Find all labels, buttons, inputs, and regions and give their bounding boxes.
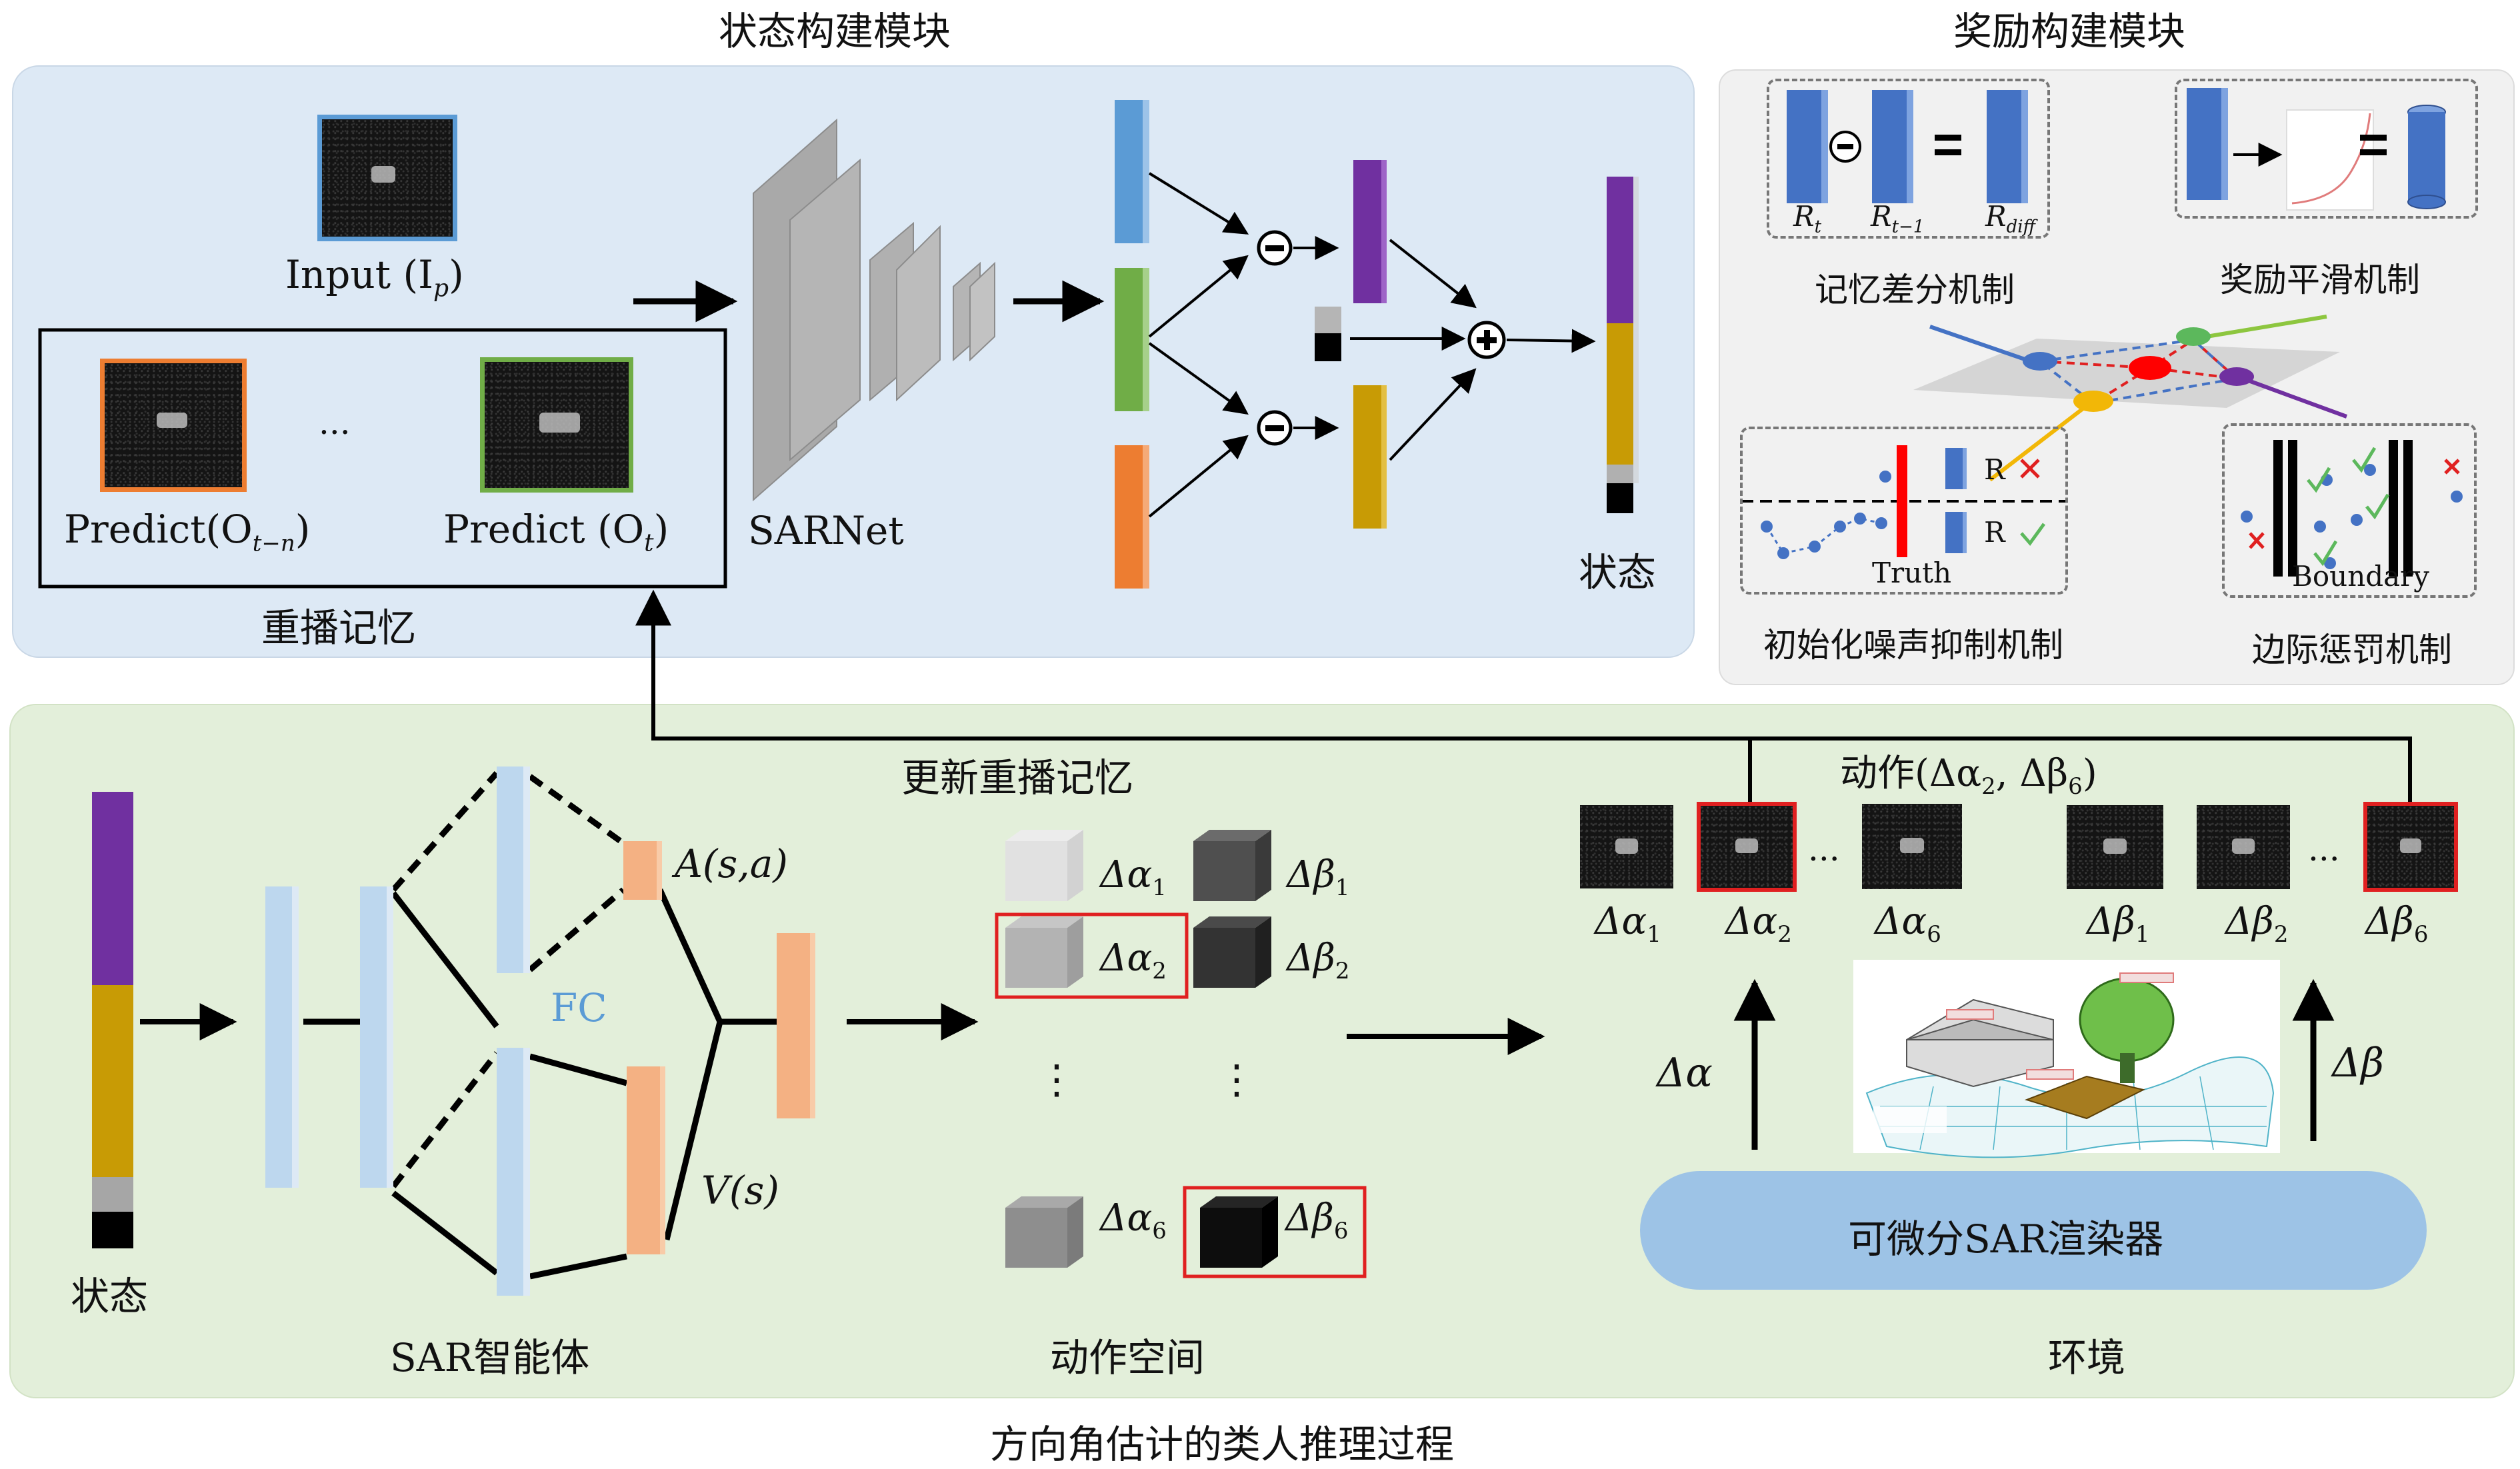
replay-memory-box xyxy=(38,328,727,589)
action-cubes xyxy=(1005,830,1278,1268)
rdiff-label: Rdiff xyxy=(1985,200,2036,237)
reward-smooth-label: 奖励平滑机制 xyxy=(2220,261,2420,299)
delta-alpha-label: Δα xyxy=(1657,1050,1713,1096)
memory-diff-box xyxy=(1767,79,2050,239)
env-label-beta1: Δβ1 xyxy=(2087,900,2150,948)
value-label: V(s) xyxy=(701,1168,779,1213)
predict-older-sar-image xyxy=(100,359,247,492)
env-label-beta2: Δβ2 xyxy=(2225,900,2289,948)
action-title: 动作(Δα2, Δβ6) xyxy=(1840,752,2097,800)
env-label-alpha2: Δα2 xyxy=(1725,900,1792,948)
noise-suppression-graphic xyxy=(1741,445,2067,559)
action-beta6: Δβ6 xyxy=(1285,1196,1349,1245)
noise-suppression-label: 初始化噪声抑制机制 xyxy=(1763,626,2063,665)
renderer-scene xyxy=(1853,960,2280,1158)
action-alpha2: Δα2 xyxy=(1100,936,1167,985)
reward-smooth-box xyxy=(2175,79,2478,219)
action-beta1: Δβ1 xyxy=(1287,853,1350,902)
extra-feature-block xyxy=(1315,307,1341,333)
action-ellipsis-left: ⋮ xyxy=(1037,1056,1077,1103)
feature-bar-green xyxy=(1115,268,1143,411)
reward-graph xyxy=(1913,315,2348,482)
env-label-alpha1: Δα1 xyxy=(1595,900,1661,948)
diff-bar-purple xyxy=(1353,160,1381,303)
input-sar-image xyxy=(317,115,457,241)
selected-beta6-box xyxy=(1183,1186,1367,1278)
env-image-alpha6 xyxy=(1862,804,1962,889)
env-label-beta6: Δβ6 xyxy=(2365,900,2429,948)
state-module-title: 状态构建模块 xyxy=(719,9,951,54)
delta-beta-label: Δβ xyxy=(2332,1040,2385,1086)
action-space-label: 动作空间 xyxy=(1050,1335,1205,1380)
memory-diff-graphic xyxy=(1787,90,2028,203)
minus-operator-1 xyxy=(1257,230,1293,266)
predict-current-sar-image xyxy=(480,357,633,493)
renderer-label: 可微分SAR渲染器 xyxy=(1848,1216,2164,1262)
agent-state-bar xyxy=(92,792,133,1248)
env-image-beta1 xyxy=(2067,805,2163,889)
feature-bar-orange xyxy=(1115,445,1143,589)
action-beta2: Δβ2 xyxy=(1287,936,1350,985)
boundary-label: Boundary xyxy=(2292,560,2429,593)
advantage-label: A(s,a) xyxy=(675,841,788,886)
sarnet-shape xyxy=(753,118,995,502)
update-replay-label: 更新重播记忆 xyxy=(901,755,1134,800)
feature-bar-blue xyxy=(1115,100,1143,243)
update-replay-line xyxy=(635,589,1752,803)
state-output-label: 状态 xyxy=(1579,550,1657,595)
agent-label: SAR智能体 xyxy=(390,1335,590,1380)
sarnet-label: SARNet xyxy=(748,508,904,553)
boundary-graphic xyxy=(2241,440,2463,577)
env-image-beta6-selected xyxy=(2363,802,2458,892)
environment-label: 环境 xyxy=(2048,1335,2126,1380)
predict-older-label: Predict(Ot−n) xyxy=(64,507,311,557)
rt-label: Rt xyxy=(1793,200,1822,237)
rt1-label: Rt−1 xyxy=(1871,200,1925,237)
figure-caption: 方向角估计的类人推理过程 xyxy=(990,1422,1455,1467)
fc-network xyxy=(265,766,815,1296)
reward-module-title: 奖励构建模块 xyxy=(1953,9,2186,54)
diff-bar-gold xyxy=(1353,385,1381,529)
r-label-right: R xyxy=(1984,516,2005,549)
noise-suppression-box xyxy=(1740,427,2068,595)
truth-label: Truth xyxy=(1872,557,1952,589)
selected-alpha2-box xyxy=(995,912,1189,999)
memory-diff-label: 记忆差分机制 xyxy=(1815,271,2015,309)
agent-state-label: 状态 xyxy=(71,1274,149,1319)
env-image-beta2 xyxy=(2197,805,2290,889)
r-label-wrong: R xyxy=(1984,453,2005,486)
boundary-penalty-box xyxy=(2222,423,2477,598)
boundary-penalty-label: 边际惩罚机制 xyxy=(2252,631,2452,669)
env-ellipsis-alpha: ... xyxy=(1808,830,1840,868)
env-image-alpha1 xyxy=(1580,805,1673,888)
reward-smooth-graphic xyxy=(2187,88,2446,211)
state-output-bar xyxy=(1607,177,1639,513)
action-ellipsis-right: ⋮ xyxy=(1217,1056,1257,1103)
predict-current-label: Predict (Ot) xyxy=(443,507,669,557)
action-alpha1: Δα1 xyxy=(1100,853,1167,902)
action-alpha6: Δα6 xyxy=(1100,1196,1167,1245)
env-ellipsis-beta: ... xyxy=(2308,830,2340,868)
input-label: Input (Ip) xyxy=(285,252,464,303)
plus-operator xyxy=(1467,321,1506,359)
env-image-alpha2-selected xyxy=(1697,802,1797,892)
env-label-alpha6: Δα6 xyxy=(1875,900,1941,948)
fc-label: FC xyxy=(551,985,607,1030)
sar-renderer-pill xyxy=(1640,1171,2427,1290)
minus-operator-2 xyxy=(1257,410,1293,446)
predict-ellipsis: ... xyxy=(319,403,351,442)
replay-memory-label: 重播记忆 xyxy=(261,605,417,651)
